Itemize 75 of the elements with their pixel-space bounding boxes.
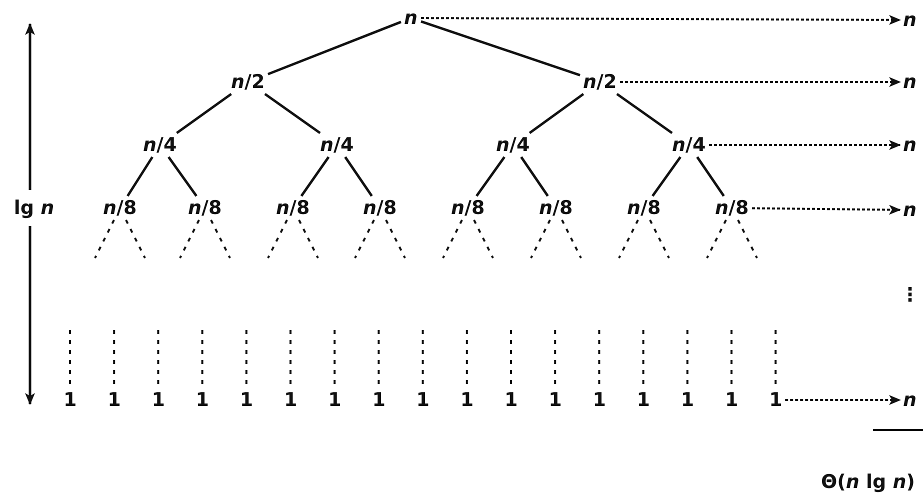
tree-node-label: n/8 <box>188 197 222 219</box>
tree-branch-line <box>652 156 682 197</box>
tree-node-label: n <box>404 7 418 29</box>
tree-branch-line <box>528 92 584 134</box>
tree-branch-line <box>344 156 373 197</box>
tree-branch-line <box>176 92 232 134</box>
tree-node-label: 1 <box>152 389 165 411</box>
tree-node-label: 1 <box>284 389 298 411</box>
tree-node-label: n <box>903 9 917 31</box>
dotted-branch-line <box>706 220 727 258</box>
dotted-branch-line <box>561 220 582 258</box>
dotted-branch-line <box>442 220 463 258</box>
tree-node-label: 1 <box>328 389 342 411</box>
dotted-branch-line <box>125 220 146 258</box>
dotted-branch-line <box>298 220 319 258</box>
tree-node-label: n/8 <box>451 197 485 219</box>
tree-node-label: n/4 <box>496 134 530 156</box>
tree-branch-line <box>126 156 154 197</box>
dotted-branch-line <box>649 220 670 258</box>
tree-node-label: n <box>903 71 917 93</box>
tree-branch-line <box>420 20 580 76</box>
dotted-branch-line <box>94 220 115 258</box>
dotted-arrow <box>620 77 901 87</box>
tree-branch-line <box>168 156 198 197</box>
tree-node-label: 1 <box>504 389 518 411</box>
tree-branch-line <box>520 156 549 197</box>
tree-node-label: 1 <box>592 389 606 411</box>
tree-node-label: 1 <box>725 389 738 411</box>
tree-node-label: 1 <box>769 389 782 411</box>
tree-node-label: n/4 <box>143 134 177 156</box>
dotted-branch-line <box>618 220 639 258</box>
tree-branch-line <box>616 92 673 134</box>
tree-node-label: n/2 <box>583 71 617 93</box>
dotted-branch-line <box>737 220 758 258</box>
tree-node-label: 1 <box>196 389 210 411</box>
dotted-branch-line <box>267 220 288 258</box>
tree-node-label: 1 <box>240 389 254 411</box>
tree-node-label: 1 <box>372 389 386 411</box>
tree-node-label: n/8 <box>715 197 749 219</box>
tree-node-label: 1 <box>548 389 562 411</box>
tree-node-label: n/8 <box>539 197 573 219</box>
tree-node-label: n <box>903 389 917 411</box>
tree-node-label: n <box>903 199 917 221</box>
tree-node-label: n/8 <box>363 197 397 219</box>
tree-node-label: 1 <box>64 389 77 411</box>
dotted-branch-line <box>179 220 200 258</box>
tree-node-label: n/4 <box>320 134 354 156</box>
dotted-branch-line <box>385 220 406 258</box>
dotted-arrow <box>709 140 901 150</box>
tree-node-label: 1 <box>416 389 430 411</box>
tree-node-label: n <box>903 134 917 156</box>
tree-node-label: 1 <box>460 389 474 411</box>
ellipsis-label: ⋮ <box>900 284 920 306</box>
tree-node-label: n/8 <box>627 197 661 219</box>
tree-node-label: n/4 <box>672 134 706 156</box>
total-cost-label: Θ(n lg n) <box>821 471 915 493</box>
tree-branch-line <box>476 156 506 197</box>
tree-branch-line <box>696 156 725 197</box>
tree-node-label: n/8 <box>276 197 310 219</box>
dotted-branch-line <box>530 220 551 258</box>
tree-node-label: 1 <box>636 389 650 411</box>
tree-node-label: 1 <box>108 389 121 411</box>
tree-branch-line <box>268 20 402 76</box>
tree-node-label: n/2 <box>231 71 265 93</box>
tree-node-label: 1 <box>680 389 694 411</box>
dotted-arrow <box>752 204 901 215</box>
dotted-arrow <box>785 395 901 405</box>
dotted-branch-line <box>473 220 494 258</box>
dotted-branch-line <box>210 220 231 258</box>
height-label: lg n <box>14 197 54 219</box>
dotted-arrow <box>421 14 901 25</box>
dotted-branch-line <box>354 220 375 258</box>
tree-node-label: n/8 <box>103 197 137 219</box>
tree-branch-line <box>300 156 330 197</box>
tree-branch-line <box>264 92 321 134</box>
